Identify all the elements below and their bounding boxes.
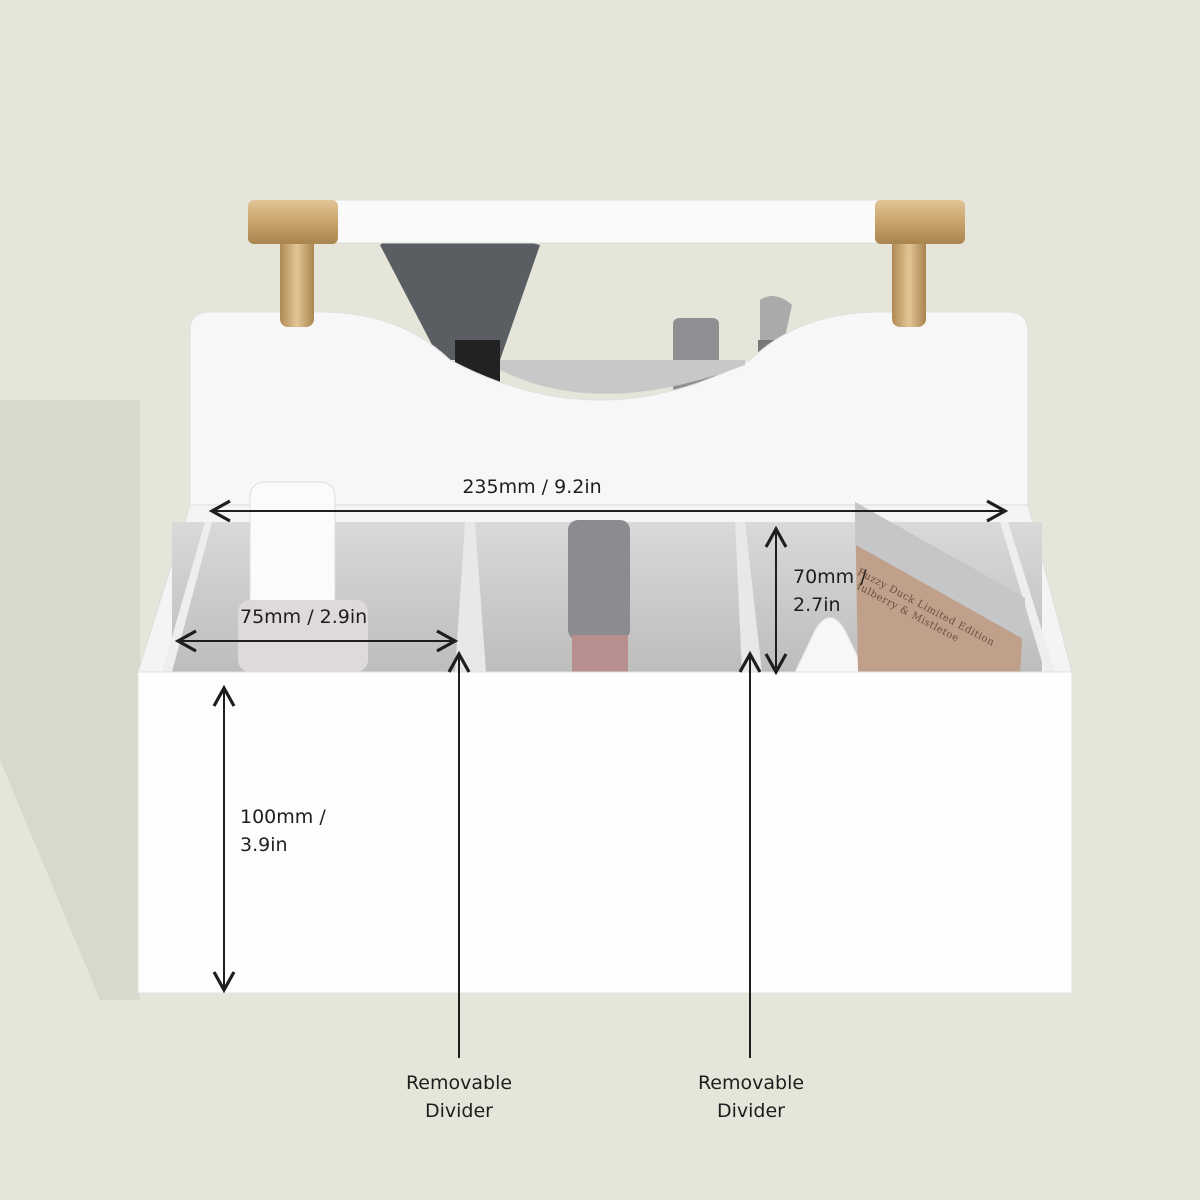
handle-cap-left	[248, 200, 338, 244]
callout-line1: Removable	[697, 1072, 805, 1094]
back-panel	[189, 311, 1029, 521]
height-label: 100mm / 3.9in	[240, 803, 326, 859]
callout-line1: Removable	[405, 1072, 513, 1094]
nail-polish-bottle-silver	[568, 520, 630, 672]
divider-callout-left: Removable Divider	[406, 1069, 512, 1125]
handle-cap-right	[875, 200, 965, 244]
width-label: 235mm / 9.2in	[462, 476, 602, 498]
height-line1: 100mm /	[240, 806, 326, 828]
handle-post-left	[280, 235, 314, 327]
box-front	[137, 671, 1073, 994]
compartment-depth-line1: 70mm /	[793, 566, 867, 588]
divider-right	[735, 522, 762, 672]
shadow	[0, 400, 140, 1000]
height-line2: 3.9in	[240, 834, 288, 856]
sachet-packet	[855, 502, 1025, 672]
compartment-depth-line2: 2.7in	[793, 594, 841, 616]
divider-callout-right: Removable Divider	[698, 1069, 804, 1125]
compartment-width-label: 75mm / 2.9in	[240, 606, 368, 628]
callout-line2: Divider	[717, 1100, 785, 1122]
callout-line2: Divider	[425, 1100, 493, 1122]
divider-left	[455, 522, 486, 672]
compartment-depth-label: 70mm / 2.7in	[793, 563, 867, 619]
handle-post-right	[892, 235, 926, 327]
sachet-product-label: Fuzzy Duck Limited Edition Mulberry & Mi…	[857, 566, 997, 649]
sachet-label-area: Fuzzy Duck Limited Edition Mulberry & Mi…	[857, 556, 1025, 672]
handle-bar	[329, 199, 881, 244]
